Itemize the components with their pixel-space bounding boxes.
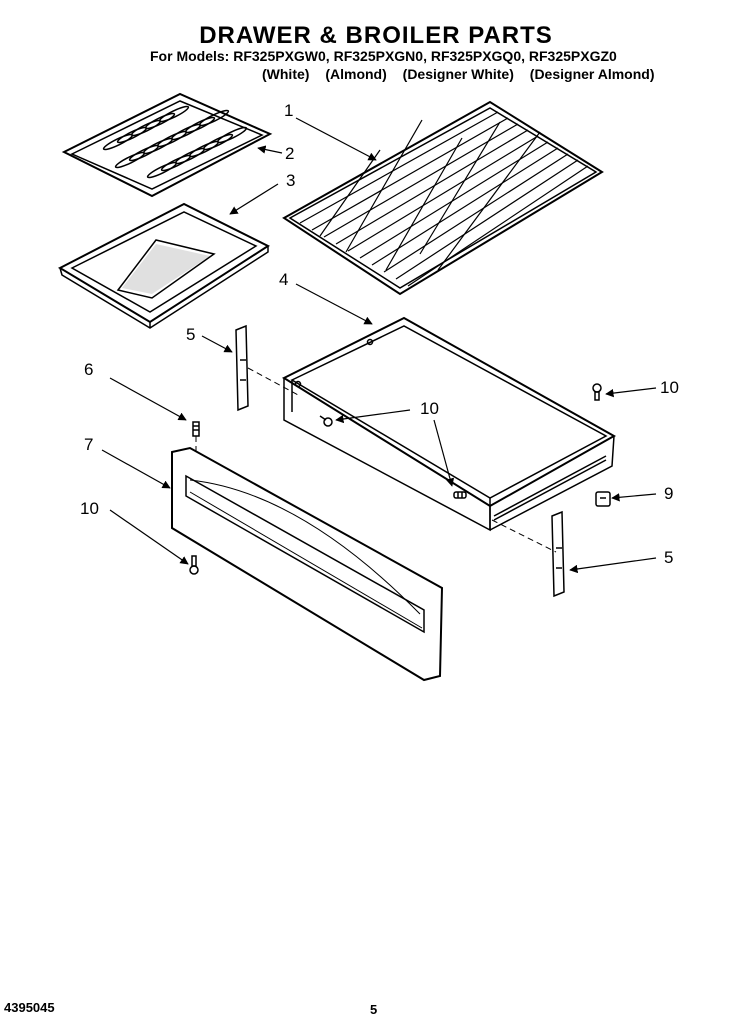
callout-6: 6 [84, 360, 93, 379]
color-almond: (Almond) [325, 66, 387, 82]
drawer-body [281, 316, 617, 532]
callout-10-lower-left: 10 [80, 499, 99, 518]
screw-drawer-left-10 [319, 415, 333, 427]
screw-part-6 [192, 421, 200, 437]
color-list: (White) (Almond) (Designer White) (Desig… [262, 66, 667, 82]
alignment-lines [195, 367, 557, 553]
callout-3: 3 [286, 171, 295, 190]
part-number: 4395045 [4, 1000, 55, 1015]
screw-drawer-center-10 [453, 491, 467, 499]
drawer-front-panel [171, 446, 444, 682]
page-number: 5 [370, 1002, 378, 1017]
clip-part-9 [595, 491, 611, 507]
color-designer-almond: (Designer Almond) [529, 66, 655, 82]
callout-7: 7 [84, 435, 93, 454]
callout-9: 9 [664, 484, 673, 503]
screw-left-10 [189, 555, 199, 575]
callout-10-drawer: 10 [420, 399, 439, 418]
callout-5-right: 5 [664, 548, 673, 567]
drawer-slide-left [235, 324, 249, 412]
leader-lines [101, 117, 657, 574]
drawer-slide-right [551, 510, 565, 598]
broiler-pan [57, 202, 271, 329]
color-designer-white: (Designer White) [402, 66, 514, 82]
callout-4: 4 [279, 270, 288, 289]
callout-5-left: 5 [186, 325, 195, 344]
screw-right-10 [592, 383, 602, 401]
callout-10-upper-right: 10 [660, 378, 679, 397]
page-title: DRAWER & BROILER PARTS [199, 22, 553, 49]
oven-rack [282, 100, 604, 296]
callout-1: 1 [284, 101, 293, 120]
broiler-grid [61, 92, 273, 198]
color-white: (White) [262, 66, 310, 82]
callout-labels: 1 2 3 4 5 6 7 10 10 10 9 5 [80, 101, 679, 567]
callout-2: 2 [285, 144, 294, 163]
model-list: For Models: RF325PXGW0, RF325PXGN0, RF32… [150, 48, 617, 64]
